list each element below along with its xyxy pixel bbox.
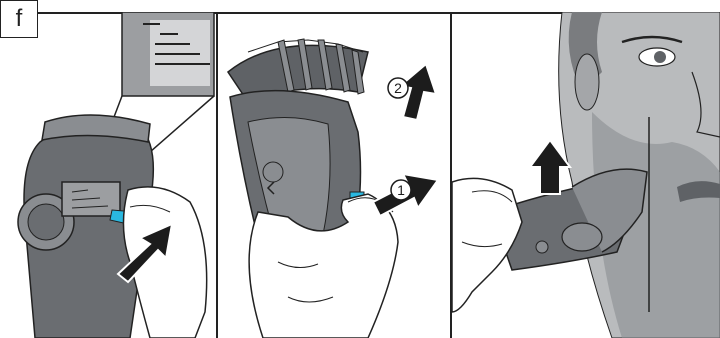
- panel-2-illustration: 1 2: [218, 12, 450, 338]
- step-1-number: 1: [397, 182, 405, 198]
- panel-1-illustration: [0, 12, 216, 338]
- step-2-number: 2: [394, 80, 402, 96]
- up-arrow-icon: 2: [388, 64, 436, 120]
- zoom-inset: [122, 12, 214, 96]
- panel-beard-trimming: [452, 12, 720, 338]
- panel-remove-trimmer: 1 2: [218, 12, 450, 338]
- panel-trimmer-button: [0, 12, 216, 338]
- panel-3-illustration: [452, 12, 720, 338]
- up-arrow-icon: [530, 140, 570, 194]
- figure-label: f: [0, 0, 38, 38]
- hand: [452, 178, 522, 312]
- push-arrow-icon: 1: [373, 174, 438, 216]
